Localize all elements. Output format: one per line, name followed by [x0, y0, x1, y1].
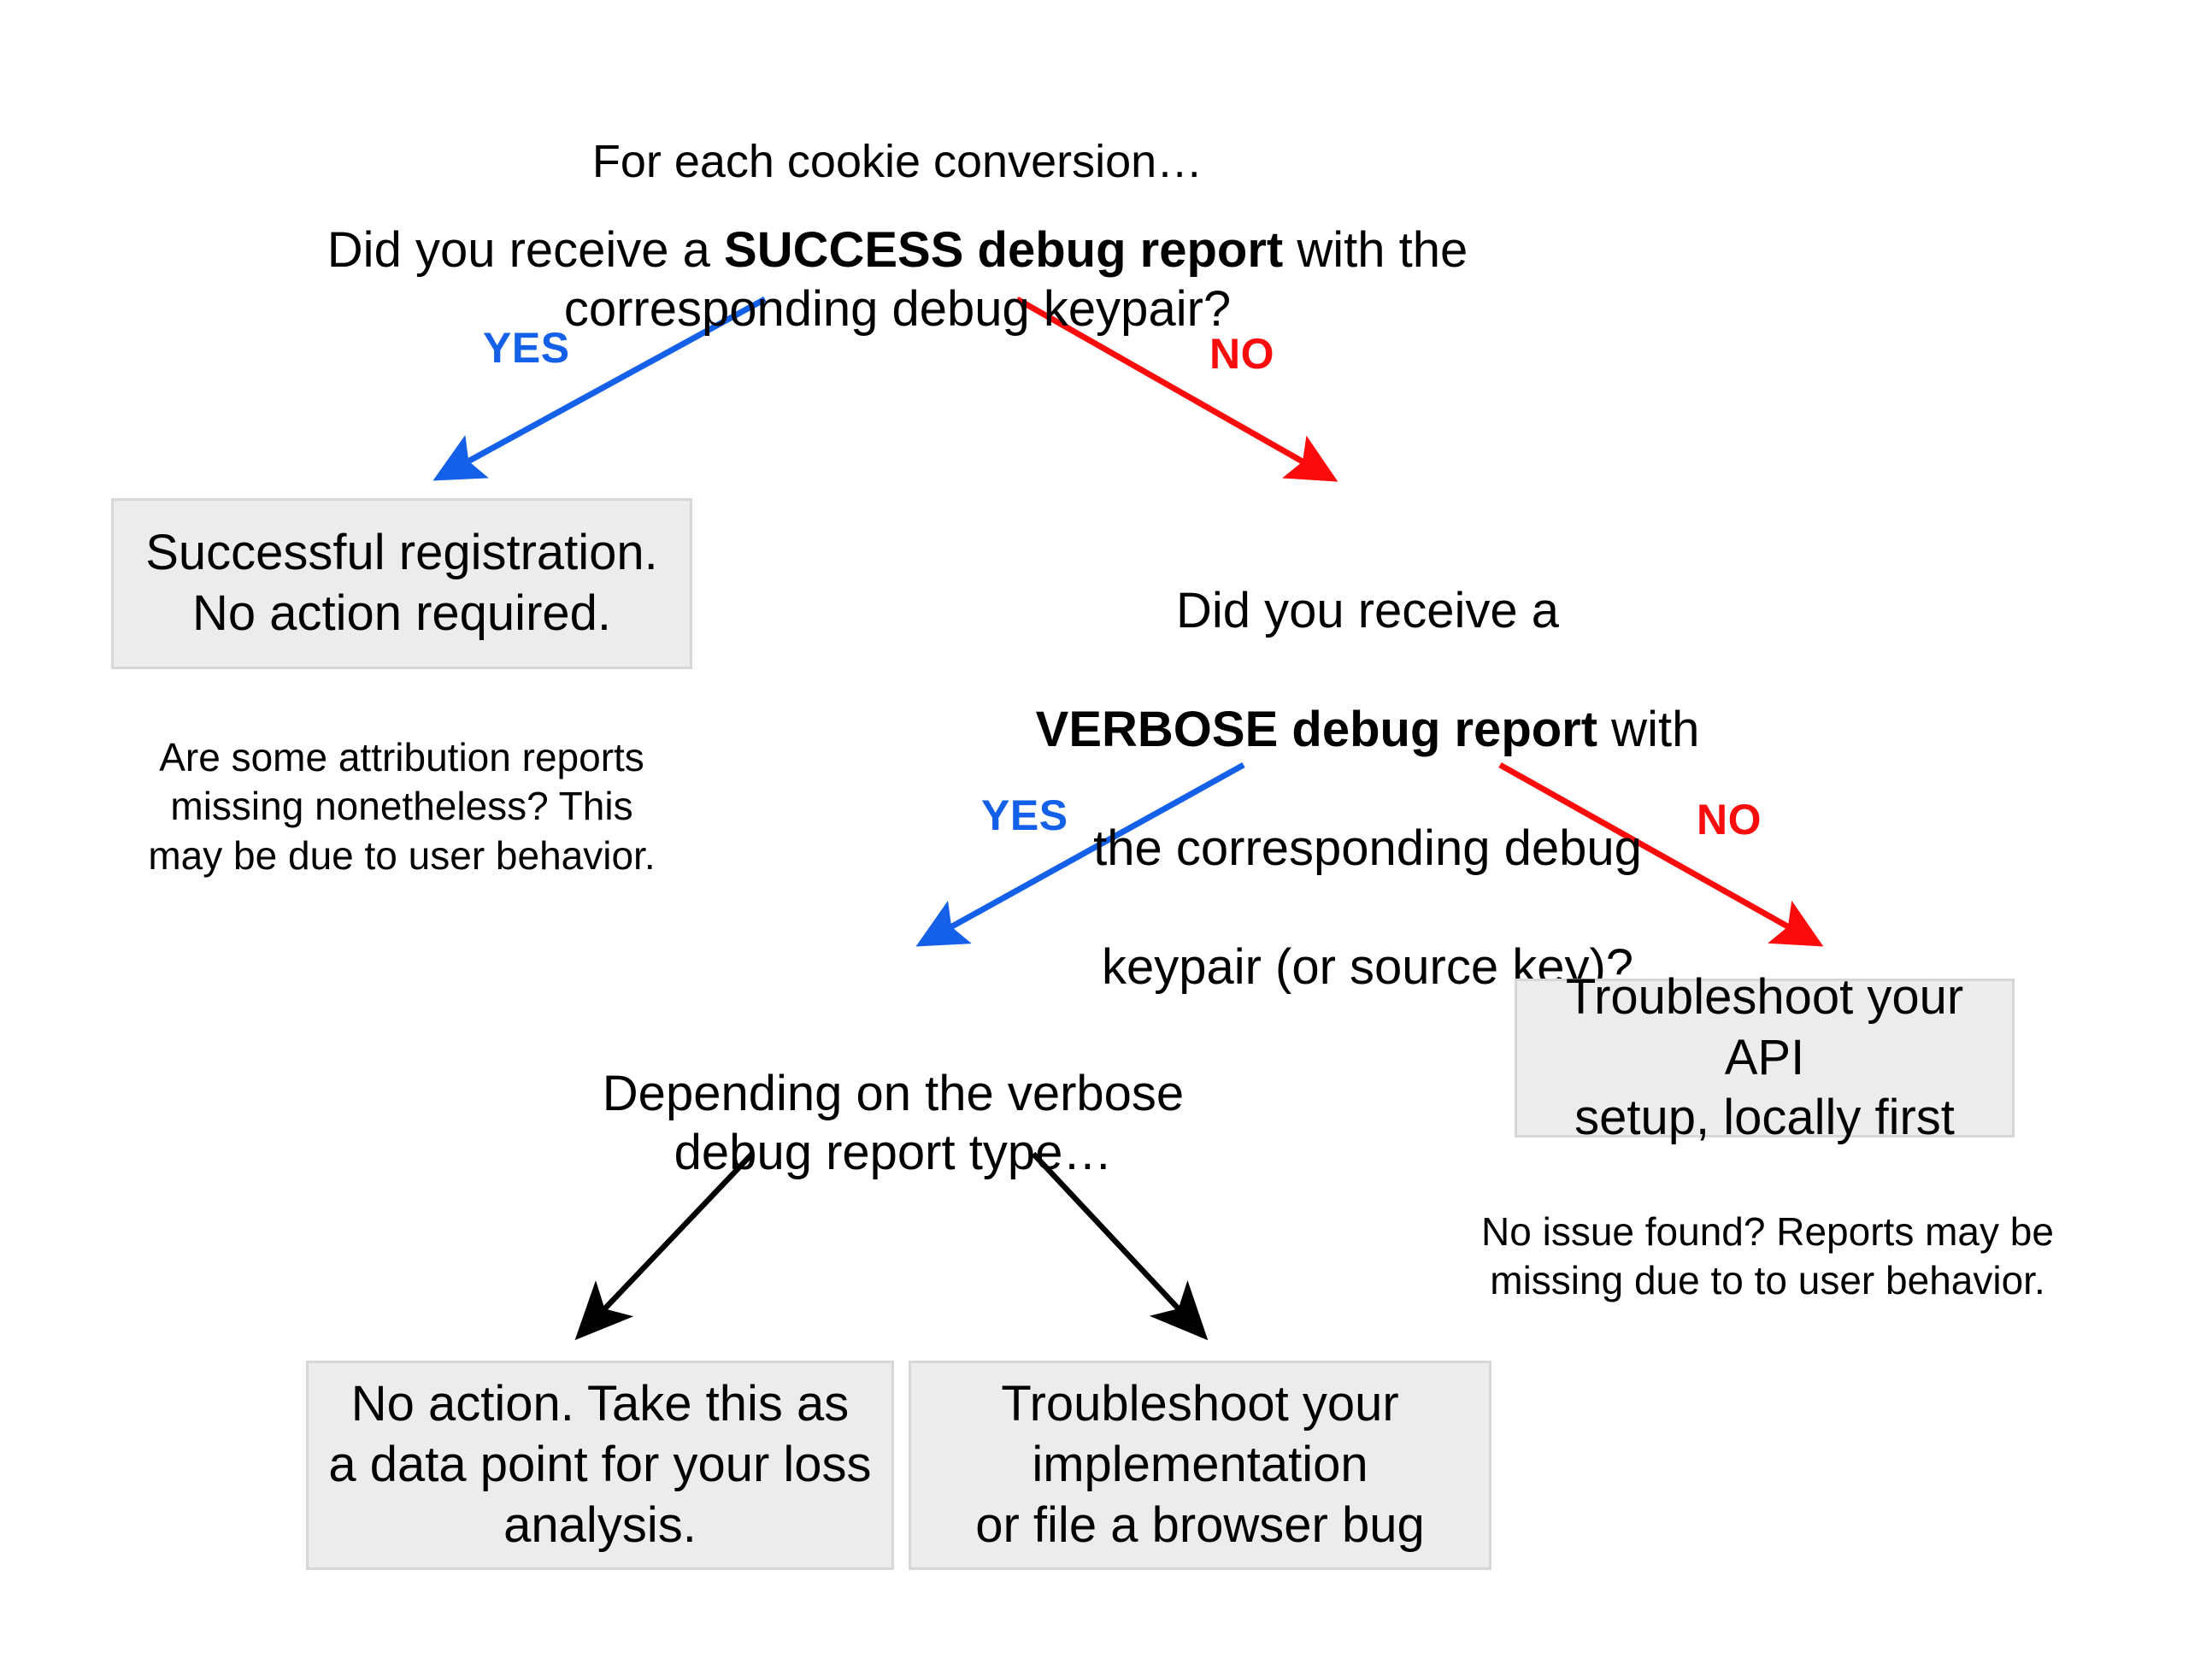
outcome-troubleshoot-implementation-text: Troubleshoot your implementation or file… — [975, 1376, 1425, 1553]
question-2-line1: Did you receive a — [1175, 582, 1560, 638]
outcome-successful-registration-text: Successful registration. No action requi… — [145, 525, 658, 641]
edge-label-q2-yes: YES — [981, 791, 1068, 840]
question-success-report: Did you receive a SUCCESS debug report w… — [282, 161, 1513, 398]
outcome-no-action-loss-analysis-text: No action. Take this as a data point for… — [328, 1376, 872, 1553]
outcome-troubleshoot-api-setup[interactable]: Troubleshoot your API setup, locally fir… — [1515, 969, 2015, 1145]
question-1-line1-pre: Did you receive a — [327, 221, 725, 278]
question-2-line4: keypair (or source key)? — [1101, 939, 1634, 996]
edge-label-q2-no-text: NO — [1697, 796, 1762, 844]
question-1-line1-post: with the — [1283, 221, 1468, 278]
question-2-line2-post: with — [1597, 701, 1700, 757]
question-2-line2: VERBOSE debug report with — [1000, 700, 1735, 760]
edge-label-q1-no: NO — [1209, 329, 1274, 379]
note-attribution-reports-missing: Are some attribution reports missing non… — [94, 684, 709, 880]
edge-label-q1-yes: YES — [483, 323, 570, 373]
edge-label-q2-yes-text: YES — [981, 791, 1068, 839]
question-verbose-report: Did you receive a VERBOSE debug report w… — [1000, 521, 1735, 1056]
diagram-title-text: For each cookie conversion… — [591, 135, 1203, 187]
question-2-line3: the corresponding debug — [1093, 820, 1642, 876]
outcome-no-action-loss-analysis[interactable]: No action. Take this as a data point for… — [306, 1361, 894, 1570]
outcome-troubleshoot-api-setup-text: Troubleshoot your API setup, locally fir… — [1565, 968, 1964, 1146]
edge-label-q2-no: NO — [1697, 795, 1762, 844]
diagram-title: For each cookie conversion… — [427, 79, 1368, 190]
edge-label-q1-yes-text: YES — [483, 324, 570, 372]
question-1-line2: corresponding debug keypair? — [563, 281, 1232, 338]
question-2-emphasis: VERBOSE debug report — [1035, 701, 1598, 757]
edge-label-q1-no-text: NO — [1209, 330, 1274, 378]
note-attribution-reports-missing-text: Are some attribution reports missing non… — [148, 734, 656, 878]
question-1-emphasis: SUCCESS debug report — [724, 221, 1284, 278]
branch-verbose-report-type-text: Depending on the verbose debug report ty… — [602, 1065, 1185, 1181]
outcome-troubleshoot-implementation[interactable]: Troubleshoot your implementation or file… — [909, 1361, 1491, 1570]
note-no-issue-found-text: No issue found? Reports may be missing d… — [1481, 1208, 2054, 1303]
branch-verbose-report-type: Depending on the verbose debug report ty… — [598, 1004, 1188, 1183]
outcome-successful-registration[interactable]: Successful registration. No action requi… — [111, 498, 692, 669]
note-no-issue-found: No issue found? Reports may be missing d… — [1468, 1158, 2067, 1306]
